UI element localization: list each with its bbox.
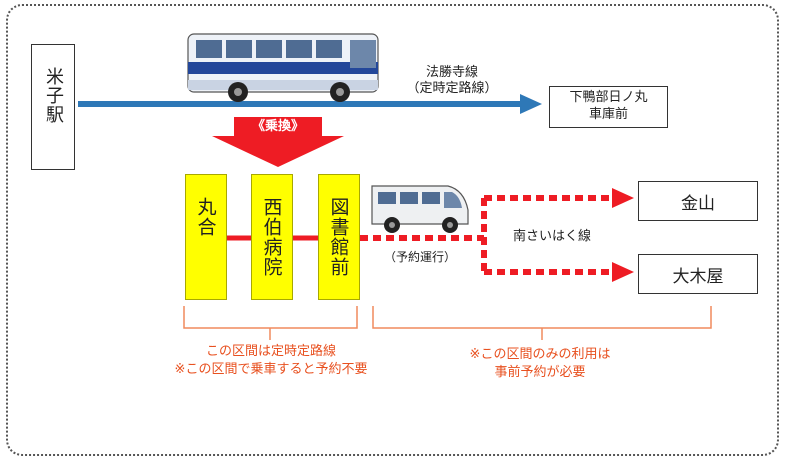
reserve-section-bracket (372, 306, 712, 329)
station-ogiya: 大木屋 (638, 254, 758, 294)
stop-nishihaku-hospital: 西伯病院 (251, 174, 293, 300)
reservation-route (360, 195, 616, 275)
station-yonago: 米子駅 (31, 44, 75, 170)
stop-library: 図書館前 (318, 174, 360, 300)
station-ogiya-label: 大木屋 (672, 266, 724, 287)
diagram-frame (6, 4, 779, 456)
minami-line-label: 南さいはく線 (512, 229, 591, 244)
arrow-to-ogiya (612, 262, 634, 282)
reservation-van-icon (371, 185, 469, 233)
stop-marugo: 丸合 (185, 174, 227, 300)
transfer-label: 《乗換》 (251, 119, 304, 134)
station-yonago-label: 米子駅 (43, 67, 64, 124)
station-terminal-label: 下鴨部日ノ丸 車庫前 (569, 90, 648, 122)
stop-library-label: 図書館前 (327, 197, 350, 277)
station-kanayama-label: 金山 (681, 193, 715, 214)
reserve-section-note: ※この区間のみの利用は 事前予約が必要 (469, 347, 611, 380)
hoshoji-line-arrowhead (520, 94, 542, 114)
reservation-label: （予約運行） (383, 250, 456, 264)
hoshoji-line-label: 法勝寺線 （定時定路線） (406, 65, 498, 97)
route-bus-icon (187, 33, 379, 102)
transfer-arrow (212, 117, 344, 167)
station-kanayama: 金山 (638, 181, 758, 221)
station-terminal: 下鴨部日ノ丸 車庫前 (549, 86, 668, 128)
arrow-to-kanayama (612, 188, 634, 208)
fixed-section-note: この区間は定時定路線 ※この区間で乗車すると予約不要 (174, 344, 368, 377)
fixed-section-bracket (183, 306, 358, 329)
stop-marugo-label: 丸合 (194, 197, 217, 237)
stop-nishihaku-label: 西伯病院 (260, 197, 283, 277)
